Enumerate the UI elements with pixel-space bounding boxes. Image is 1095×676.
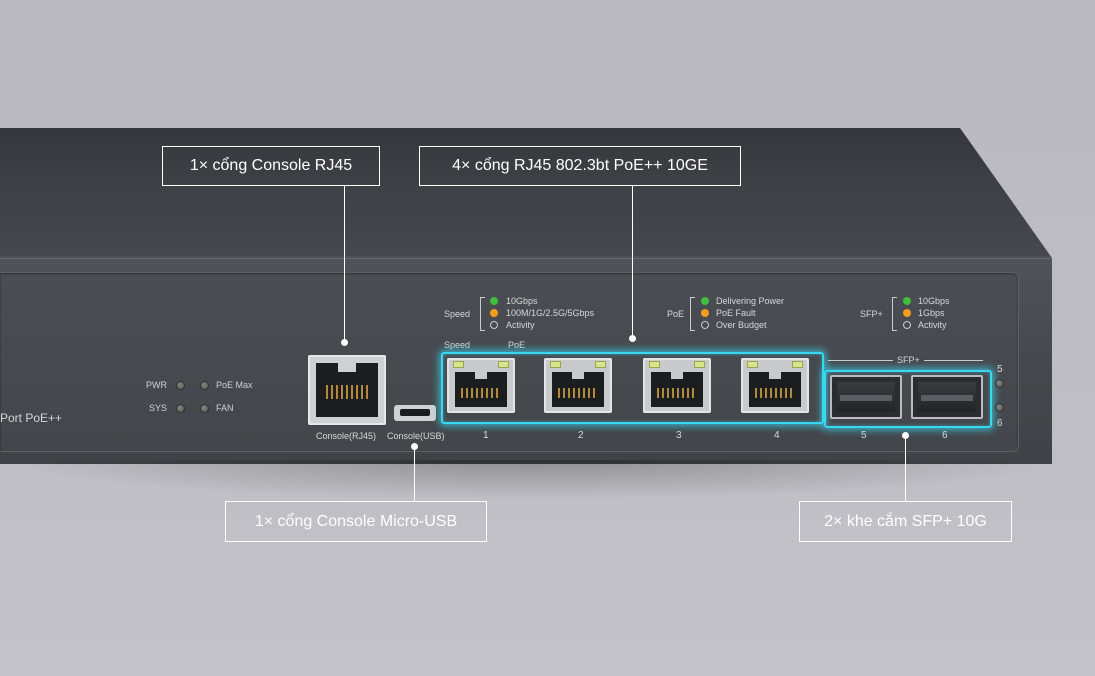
pwr-label: PWR [146,380,167,390]
orange-led-icon [490,309,498,317]
legend-sfp-item: Activity [918,320,947,330]
pwr-led [176,381,185,390]
model-text: Port PoE++ [0,411,63,425]
leader-endpoint [341,339,348,346]
orange-led-icon [903,309,911,317]
legend-bracket [480,297,485,331]
leader-endpoint [629,335,636,342]
activity-icon [490,321,498,329]
legend-speed-item: 100M/1G/2.5G/5Gbps [506,308,595,318]
rj45-ports-highlight [441,352,824,424]
device-shadow [0,460,1060,500]
fan-label: FAN [216,403,234,413]
green-led-icon [490,297,498,305]
legend-poe-item: PoE Fault [716,308,756,318]
callout-rj45-poe: 4× cổng RJ45 802.3bt PoE++ 10GE [419,146,741,186]
rj45-port [447,358,515,413]
legend-poe-title: PoE [667,309,685,319]
callout-text: 1× cổng Console RJ45 [189,157,353,174]
port-number: 3 [676,430,682,441]
port-number: 2 [578,430,584,441]
callout-text: 1× cổng Console Micro-USB [254,512,458,530]
green-led-icon [903,297,911,305]
rj45-port [643,358,711,413]
sys-led [176,404,185,413]
speed-header-label: Speed [444,340,471,350]
off-led-icon [701,321,709,329]
callout-text: 4× cổng RJ45 802.3bt PoE++ 10GE [452,157,708,174]
orange-led-icon [701,309,709,317]
sfp-cage [911,375,983,419]
callout-sfp-slots: 2× khe cắm SFP+ 10G [799,501,1012,542]
sfp-cage [830,375,902,419]
legend-sfp-item: 10Gbps [918,296,950,306]
sfp-band-label: SFP+ [893,355,924,365]
activity-icon [903,321,911,329]
legend-poe-item: Over Budget [716,320,767,330]
legend-bracket [892,297,897,331]
console-usb-port [394,405,436,421]
poe-header-label: PoE [508,340,526,350]
leader-line [905,436,906,501]
sys-label: SYS [149,403,168,413]
poe-max-led [200,381,209,390]
legend-speed-item: Activity [506,320,535,330]
leader-endpoint [902,432,909,439]
port-number: 6 [942,430,948,441]
console-rj45-label: Console(RJ45) [316,431,377,441]
legend-speed-item: 10Gbps [506,296,538,306]
legend-sfp-item: 1Gbps [918,308,945,318]
sfp6-led [995,403,1004,412]
legend-poe-item: Delivering Power [716,296,785,306]
console-rj45-port [308,355,386,425]
legend-sfp-title: SFP+ [860,309,883,319]
leader-line [414,447,415,502]
legend-speed-title: Speed [444,309,471,319]
port-number: 4 [774,430,780,441]
callout-console-rj45: 1× cổng Console RJ45 [162,146,380,186]
port-number: 1 [483,430,489,441]
fan-led [200,404,209,413]
poe-max-label: PoE Max [216,380,253,390]
rj45-port [544,358,612,413]
callout-text: 2× khe cắm SFP+ 10G [824,512,987,530]
leader-endpoint [411,443,418,450]
sfp5-led [995,379,1004,388]
leader-line [632,186,633,338]
sfp-led-number: 5 [997,364,1003,375]
green-led-icon [701,297,709,305]
legend-bracket [690,297,695,331]
console-usb-label: Console(USB) [387,431,445,441]
sfp-led-number: 6 [997,418,1003,429]
leader-line [344,186,345,342]
sfp-slots-highlight [824,370,992,428]
callout-console-usb: 1× cổng Console Micro-USB [225,501,487,542]
rj45-port [741,358,809,413]
port-number: 5 [861,430,867,441]
